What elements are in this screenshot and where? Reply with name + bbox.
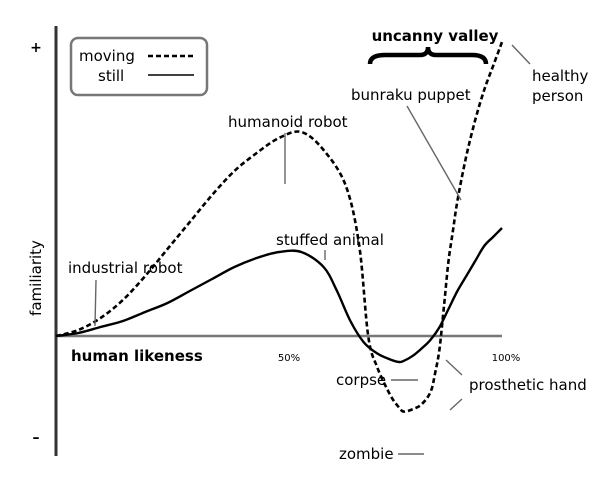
x-axis-label: human likeness (71, 347, 203, 365)
annotation-text: healthy person (532, 67, 588, 105)
annotation-industrial-robot: industrial robot (68, 259, 183, 327)
annotation-text: humanoid robot (228, 113, 348, 131)
annotation-zombie: zombie (339, 445, 424, 463)
annotation-leader (94, 279, 97, 327)
y-axis-label: familiarity (27, 240, 45, 316)
y-tick-plus: + (30, 40, 42, 56)
annotation-text: stuffed animal (276, 231, 384, 249)
annotation-prosthetic-hand: prosthetic hand (445, 359, 587, 411)
annotation-healthy-person: healthy person (511, 44, 588, 105)
annotation-corpse: corpse (336, 371, 418, 389)
annotation-text: zombie (339, 445, 394, 463)
annotation-text: prosthetic hand (469, 376, 587, 394)
legend-label-moving: moving (79, 47, 135, 65)
series-line-moving (55, 41, 504, 413)
legend-label-still: still (98, 67, 124, 85)
annotation-text: bunraku puppet (351, 86, 471, 104)
series-line-still (55, 227, 503, 364)
annotation-text: industrial robot (68, 259, 183, 277)
uncanny-valley-brace (367, 46, 489, 65)
legend-box (69, 36, 209, 97)
legend: moving still (69, 36, 209, 97)
annotation-bunraku-puppet: bunraku puppet (351, 86, 471, 201)
x-tick-50: 50% (278, 353, 300, 364)
annotation-text: corpse (336, 371, 386, 389)
annotation-text-line: healthy (532, 67, 588, 85)
annotation-leader (449, 398, 463, 411)
annotation-humanoid-robot: humanoid robot (228, 113, 348, 184)
y-tick-minus: – (33, 430, 40, 446)
annotation-leader (445, 359, 463, 376)
uncanny-valley-label: uncanny valley (372, 27, 499, 45)
annotation-text-line: person (532, 87, 583, 105)
annotation-leader (406, 105, 462, 201)
annotation-stuffed-animal: stuffed animal (276, 231, 384, 260)
x-tick-100: 100% (492, 353, 521, 364)
annotation-leader (511, 44, 531, 65)
